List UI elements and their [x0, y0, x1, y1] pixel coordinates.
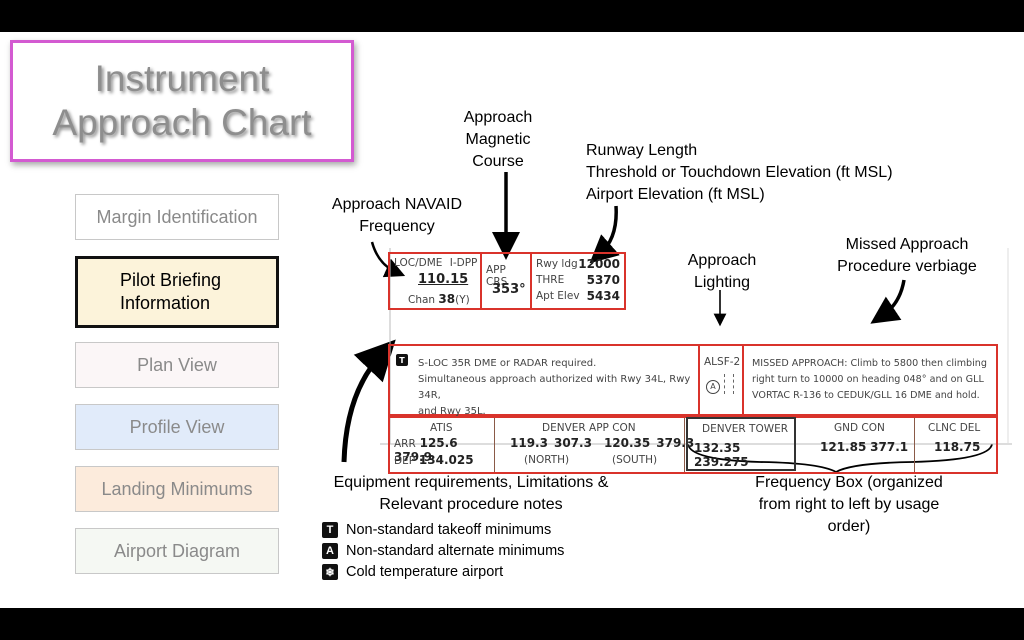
- dep-label: DEP: [394, 455, 416, 467]
- arrow-runway: [589, 205, 620, 264]
- chan-suffix: (Y): [455, 294, 470, 306]
- thre-label: THRE: [536, 274, 565, 286]
- missed-line-3: VORTAC R-136 to CEDUK/GLL 16 DME and hol…: [752, 390, 980, 401]
- rwy-ldg-value: 12000: [578, 257, 620, 271]
- atis-arr-1: 125.6: [419, 436, 458, 450]
- callout-missed: Missed Approach Procedure verbiage: [837, 236, 977, 275]
- chan-value: 38: [438, 292, 456, 306]
- callout-lighting: Approach Lighting: [687, 252, 757, 291]
- apt-elev-label: Apt Elev: [536, 290, 580, 302]
- clnc-f1: 118.75: [934, 440, 981, 454]
- sidebar-item-label: Airport Diagram: [113, 540, 241, 561]
- app-con-south: (SOUTH): [612, 454, 658, 466]
- missed-line-2: right turn to 10000 on heading 048° and …: [752, 374, 984, 385]
- loc-dme-box: LOC/DME I-DPP 110.15 Chan 38(Y): [388, 252, 482, 310]
- lighting-bars-icon: [724, 374, 734, 394]
- app-con-f3: 120.35: [603, 436, 651, 450]
- legend: T Non-standard takeoff minimums A Non-st…: [322, 522, 564, 580]
- loc-ident: I-DPP: [449, 257, 478, 269]
- sidebar-item-airport-diagram[interactable]: Airport Diagram: [75, 528, 279, 574]
- snowflake-icon: ❄: [322, 564, 338, 580]
- notes-line-2: Simultaneous approach authorized with Rw…: [418, 374, 691, 401]
- missed-approach-box: MISSED APPROACH: Climb to 5800 then clim…: [744, 344, 998, 416]
- tower-cell: DENVER TOWER 132.35 239.275: [686, 417, 796, 471]
- sidebar-item-label: Landing Minimums: [101, 478, 253, 499]
- legend-item: ❄ Cold temperature airport: [322, 564, 564, 580]
- approach-lighting-box: ALSF-2 A: [700, 344, 744, 416]
- arrow-equipment: [341, 339, 396, 463]
- clnc-label: CLNC DEL: [928, 422, 981, 434]
- alsf-label: ALSF-2: [704, 356, 741, 368]
- takeoff-minimums-icon: T: [322, 522, 338, 538]
- missed-line-1: MISSED APPROACH: Climb to 5800 then clim…: [752, 358, 987, 369]
- sidebar-item-landing-minimums[interactable]: Landing Minimums: [75, 466, 279, 512]
- sidebar-item-profile-view[interactable]: Profile View: [75, 404, 279, 450]
- gnd-f2: 377.1: [870, 440, 909, 454]
- gnd-label: GND CON: [834, 422, 885, 434]
- callout-equipment: Equipment requirements, Limitations & Re…: [333, 474, 609, 513]
- sidebar-item-label: Profile View: [129, 416, 225, 437]
- sidebar-item-pilot-briefing[interactable]: Pilot Briefing Information: [75, 256, 279, 328]
- sidebar-item-plan-view[interactable]: Plan View: [75, 342, 279, 388]
- clnc-del-cell: CLNC DEL 118.75: [914, 418, 996, 472]
- loc-label: LOC/DME: [394, 257, 443, 269]
- rwy-ldg-label: Rwy ldg: [536, 258, 578, 270]
- approach-chart-briefing: LOC/DME I-DPP 110.15 Chan 38(Y) APP CRS …: [380, 244, 1012, 474]
- apt-elev-value: 5434: [586, 289, 620, 303]
- atis-cell: ATIS ARR 125.6 379.9 DEP 134.025: [390, 418, 495, 472]
- app-con-label: DENVER APP CON: [542, 422, 636, 434]
- notes-box: T S-LOC 35R DME or RADAR required. Simul…: [388, 344, 700, 417]
- slide-title: Instrument Approach Chart: [52, 58, 312, 143]
- app-crs-label: APP CRS: [486, 264, 508, 288]
- callout-course: Approach Magnetic Course: [463, 109, 533, 170]
- app-con-cell: DENVER APP CON 119.3 307.3 120.35 379.3 …: [494, 418, 694, 472]
- sidebar-item-label: Pilot Briefing Information: [120, 270, 222, 313]
- app-con-north: (NORTH): [524, 454, 570, 466]
- app-crs-box: APP CRS 353°: [482, 252, 532, 310]
- sidebar-item-label: Plan View: [137, 354, 217, 375]
- atis-dep: 134.025: [418, 453, 474, 467]
- approach-lighting-icon: A: [706, 380, 720, 394]
- atis-label: ATIS: [430, 422, 453, 434]
- runway-info-box: Rwy ldg 12000 THRE 5370 Apt Elev 5434: [532, 252, 626, 310]
- legend-item: T Non-standard takeoff minimums: [322, 522, 564, 538]
- legend-label: Non-standard takeoff minimums: [346, 522, 552, 538]
- callout-navaid: Approach NAVAID Frequency: [331, 196, 463, 235]
- sidebar-item-label: Margin Identification: [96, 206, 258, 227]
- tower-f1: 132.35: [694, 441, 741, 455]
- notes-line-3: and Rwy 35L.: [418, 406, 486, 417]
- app-con-f2: 307.3: [553, 436, 592, 450]
- tower-f2: 239.275: [694, 455, 749, 469]
- app-con-f4: 379.3: [656, 436, 695, 450]
- arr-label: ARR: [394, 438, 416, 450]
- legend-label: Cold temperature airport: [346, 564, 504, 580]
- loc-frequency: 110.15: [418, 272, 469, 287]
- gnd-con-cell: GND CON 121.85 377.1: [798, 418, 915, 472]
- app-con-f1: 119.3: [510, 436, 548, 450]
- thre-value: 5370: [586, 273, 620, 287]
- arrow-missed: [870, 279, 906, 324]
- app-crs-value: 353°: [492, 282, 526, 297]
- legend-label: Non-standard alternate minimums: [346, 543, 565, 559]
- frequency-box: ATIS ARR 125.6 379.9 DEP 134.025 DENVER …: [388, 416, 998, 474]
- title-box: Instrument Approach Chart: [10, 40, 354, 162]
- sidebar-item-margin-identification[interactable]: Margin Identification: [75, 194, 279, 240]
- atis-arr-2: 379.9: [394, 450, 432, 464]
- notes-line-1: S-LOC 35R DME or RADAR required.: [418, 358, 597, 369]
- gnd-f1: 121.85: [820, 440, 867, 454]
- alternate-minimums-icon: A: [322, 543, 338, 559]
- slide: Instrument Approach Chart Margin Identif…: [0, 32, 1024, 608]
- chan-label: Chan: [408, 294, 436, 306]
- legend-item: A Non-standard alternate minimums: [322, 543, 564, 559]
- callout-frequency: Frequency Box (organized from right to l…: [755, 474, 943, 535]
- arrow-navaid: [370, 241, 406, 278]
- chart-frame: [380, 244, 1012, 454]
- takeoff-minimums-icon: T: [396, 354, 408, 366]
- tower-label: DENVER TOWER: [702, 423, 789, 435]
- callout-runway: Runway Length Threshold or Touchdown Ele…: [586, 142, 893, 203]
